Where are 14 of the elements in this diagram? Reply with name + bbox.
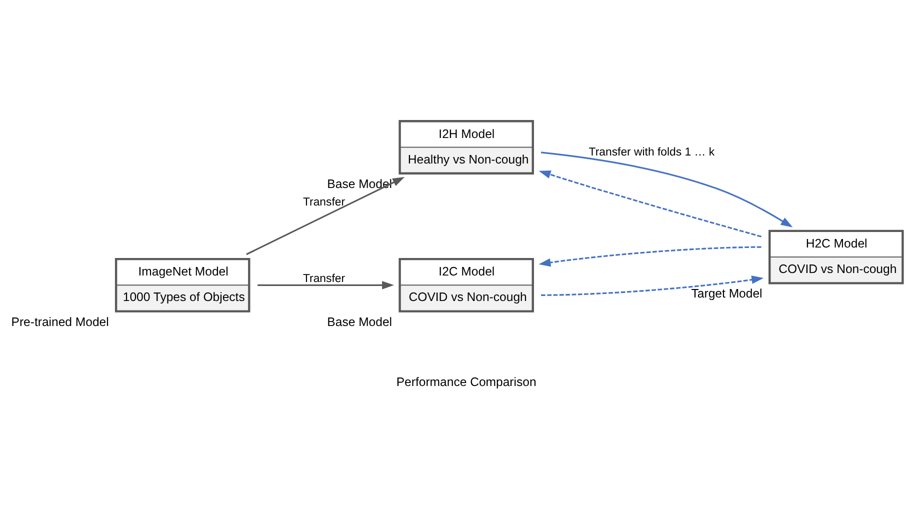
node-label: Base Model [327, 176, 392, 190]
arrow [541, 275, 764, 296]
node-label: Base Model [327, 314, 392, 328]
arrow [540, 151, 793, 227]
edge-label: Transfer [303, 272, 346, 285]
node-label: Target Model [691, 286, 762, 300]
label: Performance Comparison [396, 374, 536, 388]
arrow [258, 280, 394, 289]
edge-label: Transfer with folds 1 … k [588, 146, 715, 158]
edge-label: Transfer [303, 196, 346, 208]
arrow [246, 176, 405, 255]
arrow [538, 170, 762, 237]
arrow [538, 246, 762, 266]
node-label: Pre-trained Model [11, 314, 109, 328]
